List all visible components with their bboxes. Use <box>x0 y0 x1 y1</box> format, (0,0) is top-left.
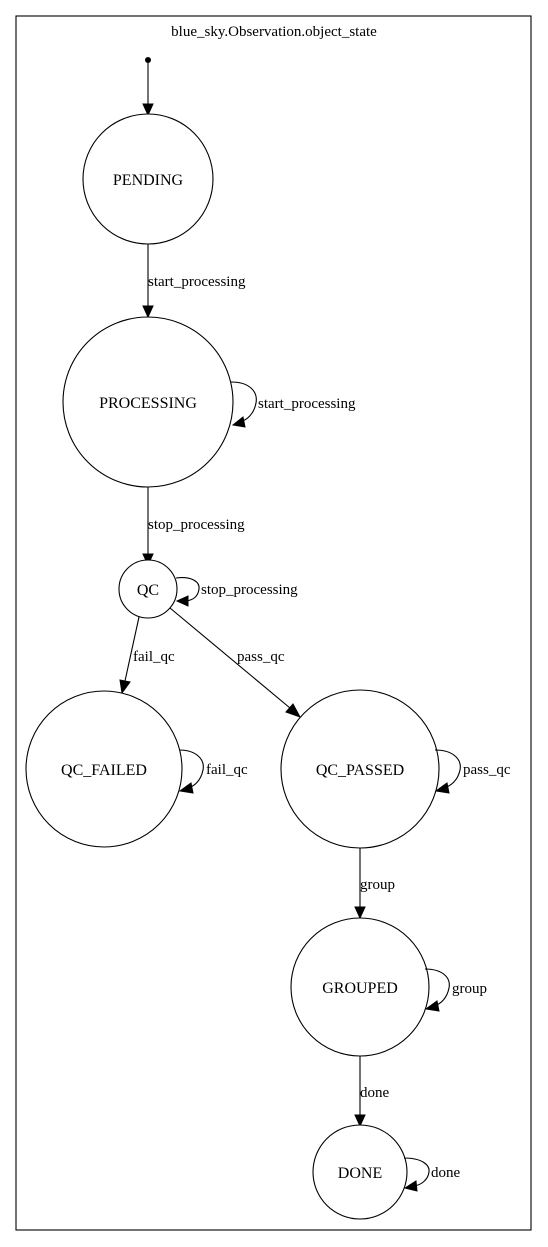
edge-label-qc-passed-to-grouped: group <box>360 877 395 893</box>
arrowhead-qc-self <box>175 595 189 607</box>
edge-label-grouped-self: group <box>452 981 487 997</box>
edge-label-processing-to-qc: stop_processing <box>148 517 245 533</box>
state-processing-label: PROCESSING <box>99 395 197 412</box>
arrowhead-pending-to-processing <box>142 305 154 319</box>
edge-label-processing-self: start_processing <box>258 396 356 412</box>
edge-grouped-self <box>424 968 450 1007</box>
arrowhead-grouped-self <box>424 1000 440 1012</box>
edge-label-qc-self: stop_processing <box>201 582 298 598</box>
state-pending-label: PENDING <box>113 172 184 189</box>
arrowhead-qc-passed-self <box>434 782 450 794</box>
edge-label-pending-to-processing: start_processing <box>148 274 246 290</box>
edge-label-qc-to-qc-passed: pass_qc <box>237 649 285 665</box>
state-grouped-label: GROUPED <box>322 980 398 997</box>
state-done-label: DONE <box>338 1165 382 1182</box>
state-qc-failed: QC_FAILED <box>25 690 183 848</box>
edge-qc-passed-self <box>434 749 461 789</box>
arrowhead-qc-passed-to-grouped <box>354 906 366 920</box>
state-grouped: GROUPED <box>290 917 430 1057</box>
edge-done-self <box>403 1157 430 1187</box>
edge-label-qc-to-qc-failed: fail_qc <box>133 649 175 665</box>
edge-qc-failed-self <box>178 749 204 789</box>
graph-title: blue_sky.Observation.object_state <box>171 24 377 40</box>
edge-label-grouped-to-done: done <box>360 1085 390 1101</box>
state-qc-passed-label: QC_PASSED <box>316 762 404 779</box>
arrowhead-qc-failed-self <box>178 782 194 794</box>
state-qc: QC <box>118 559 178 619</box>
initial-state-dot <box>145 57 151 63</box>
edge-label-done-self: done <box>431 1165 461 1181</box>
arrowhead-initial <box>142 103 154 117</box>
arrowhead-grouped-to-done <box>354 1114 366 1128</box>
state-pending: PENDING <box>82 113 214 245</box>
arrowhead-qc-to-qc-passed <box>285 703 302 718</box>
edge-processing-self <box>230 381 257 423</box>
edge-label-qc-passed-self: pass_qc <box>463 762 511 778</box>
state-done: DONE <box>312 1124 408 1220</box>
edge-qc-self <box>175 577 200 602</box>
state-qc-label: QC <box>137 582 159 599</box>
state-qc-failed-label: QC_FAILED <box>61 762 147 779</box>
edge-qc-to-qc-failed <box>124 616 140 682</box>
edge-qc-to-qc-passed <box>169 607 291 709</box>
state-qc-passed: QC_PASSED <box>280 689 440 849</box>
arrowhead-qc-to-qc-failed <box>119 679 131 695</box>
arrowhead-processing-self <box>231 416 246 428</box>
arrowhead-done-self <box>403 1180 418 1192</box>
edge-label-qc-failed-self: fail_qc <box>206 762 248 778</box>
state-processing: PROCESSING <box>62 316 234 488</box>
